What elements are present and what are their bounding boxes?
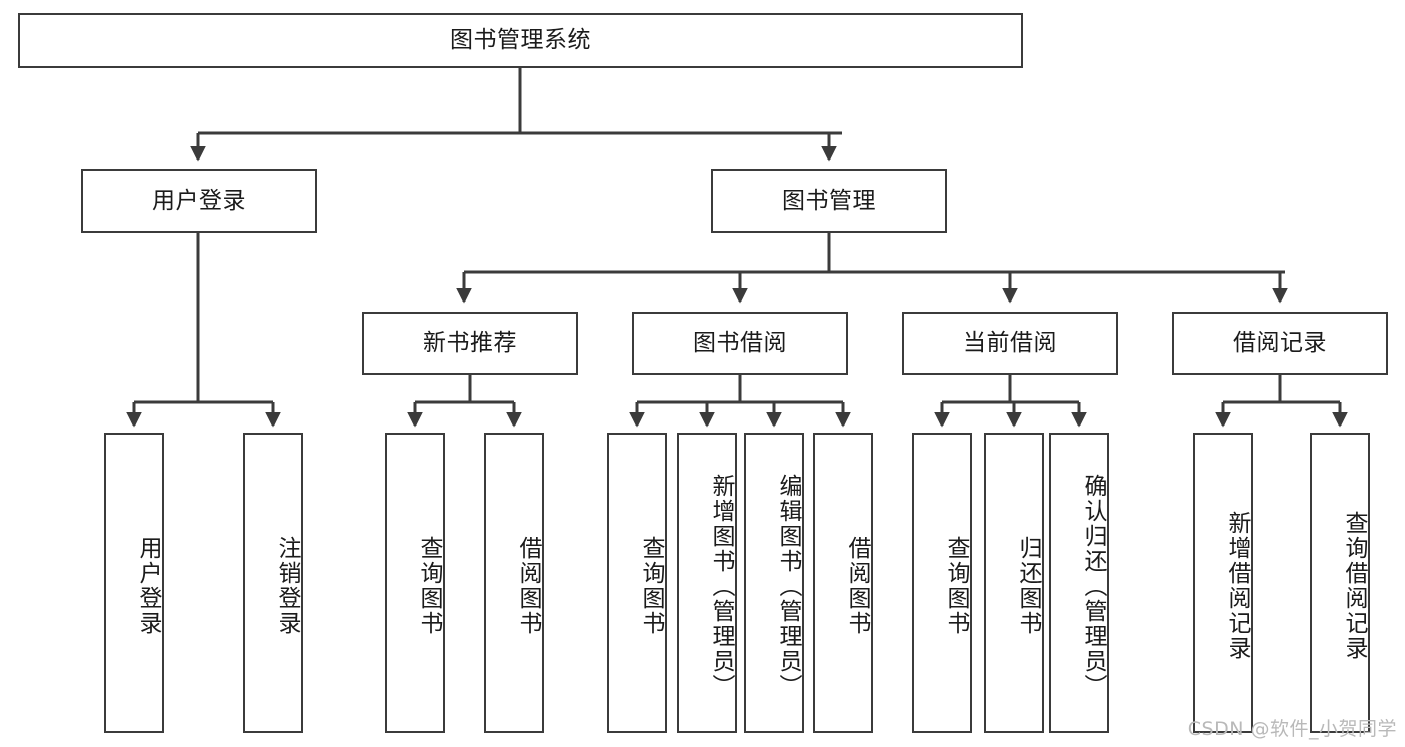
- leaf-current-confirm-return-admin[interactable]: 确认归还（管理员）: [1049, 433, 1109, 733]
- node-user-login[interactable]: 用户登录: [81, 169, 317, 233]
- leaf-new-book-borrow-books[interactable]: 借阅图书: [484, 433, 544, 733]
- node-label: 确认归还（管理员）: [1080, 473, 1106, 699]
- node-label: 归还图书: [1015, 536, 1041, 636]
- node-label: 编辑图书（管理员）: [775, 473, 801, 699]
- node-label: 注销登录: [274, 536, 300, 636]
- leaf-current-return-books[interactable]: 归还图书: [984, 433, 1044, 733]
- leaf-record-add-borrow-record[interactable]: 新增借阅记录: [1193, 433, 1253, 733]
- node-label: 用户登录: [152, 187, 246, 214]
- leaf-current-query-books[interactable]: 查询图书: [912, 433, 972, 733]
- node-borrowing-records[interactable]: 借阅记录: [1172, 312, 1388, 375]
- node-label: 查询借阅记录: [1341, 511, 1367, 661]
- node-label: 当前借阅: [963, 330, 1057, 357]
- node-label: 新书推荐: [423, 330, 517, 357]
- node-root-book-management-system[interactable]: 图书管理系统: [18, 13, 1023, 68]
- leaf-user-login-logout[interactable]: 注销登录: [243, 433, 303, 733]
- node-label: 查询图书: [416, 536, 442, 636]
- node-label: 查询图书: [943, 536, 969, 636]
- node-book-borrowing[interactable]: 图书借阅: [632, 312, 848, 375]
- leaf-record-query-borrow-record[interactable]: 查询借阅记录: [1310, 433, 1370, 733]
- leaf-borrow-query-books[interactable]: 查询图书: [607, 433, 667, 733]
- leaf-borrow-add-book-admin[interactable]: 新增图书（管理员）: [677, 433, 737, 733]
- node-label: 图书管理系统: [450, 27, 591, 54]
- node-current-borrowing[interactable]: 当前借阅: [902, 312, 1118, 375]
- node-label: 借阅图书: [515, 536, 541, 636]
- node-label: 图书借阅: [693, 330, 787, 357]
- node-label: 用户登录: [135, 536, 161, 636]
- watermark-text: CSDN @软件_小贺同学: [1187, 718, 1397, 740]
- node-label: 新增借阅记录: [1224, 511, 1250, 661]
- node-label: 借阅记录: [1233, 330, 1327, 357]
- node-book-management[interactable]: 图书管理: [711, 169, 947, 233]
- leaf-user-login-login[interactable]: 用户登录: [104, 433, 164, 733]
- node-label: 新增图书（管理员）: [708, 473, 734, 699]
- node-label: 借阅图书: [844, 536, 870, 636]
- leaf-borrow-edit-book-admin[interactable]: 编辑图书（管理员）: [744, 433, 804, 733]
- leaf-borrow-borrow-books[interactable]: 借阅图书: [813, 433, 873, 733]
- node-label: 图书管理: [782, 187, 876, 214]
- leaf-new-book-query-books[interactable]: 查询图书: [385, 433, 445, 733]
- node-label: 查询图书: [638, 536, 664, 636]
- node-new-book-recommendation[interactable]: 新书推荐: [362, 312, 578, 375]
